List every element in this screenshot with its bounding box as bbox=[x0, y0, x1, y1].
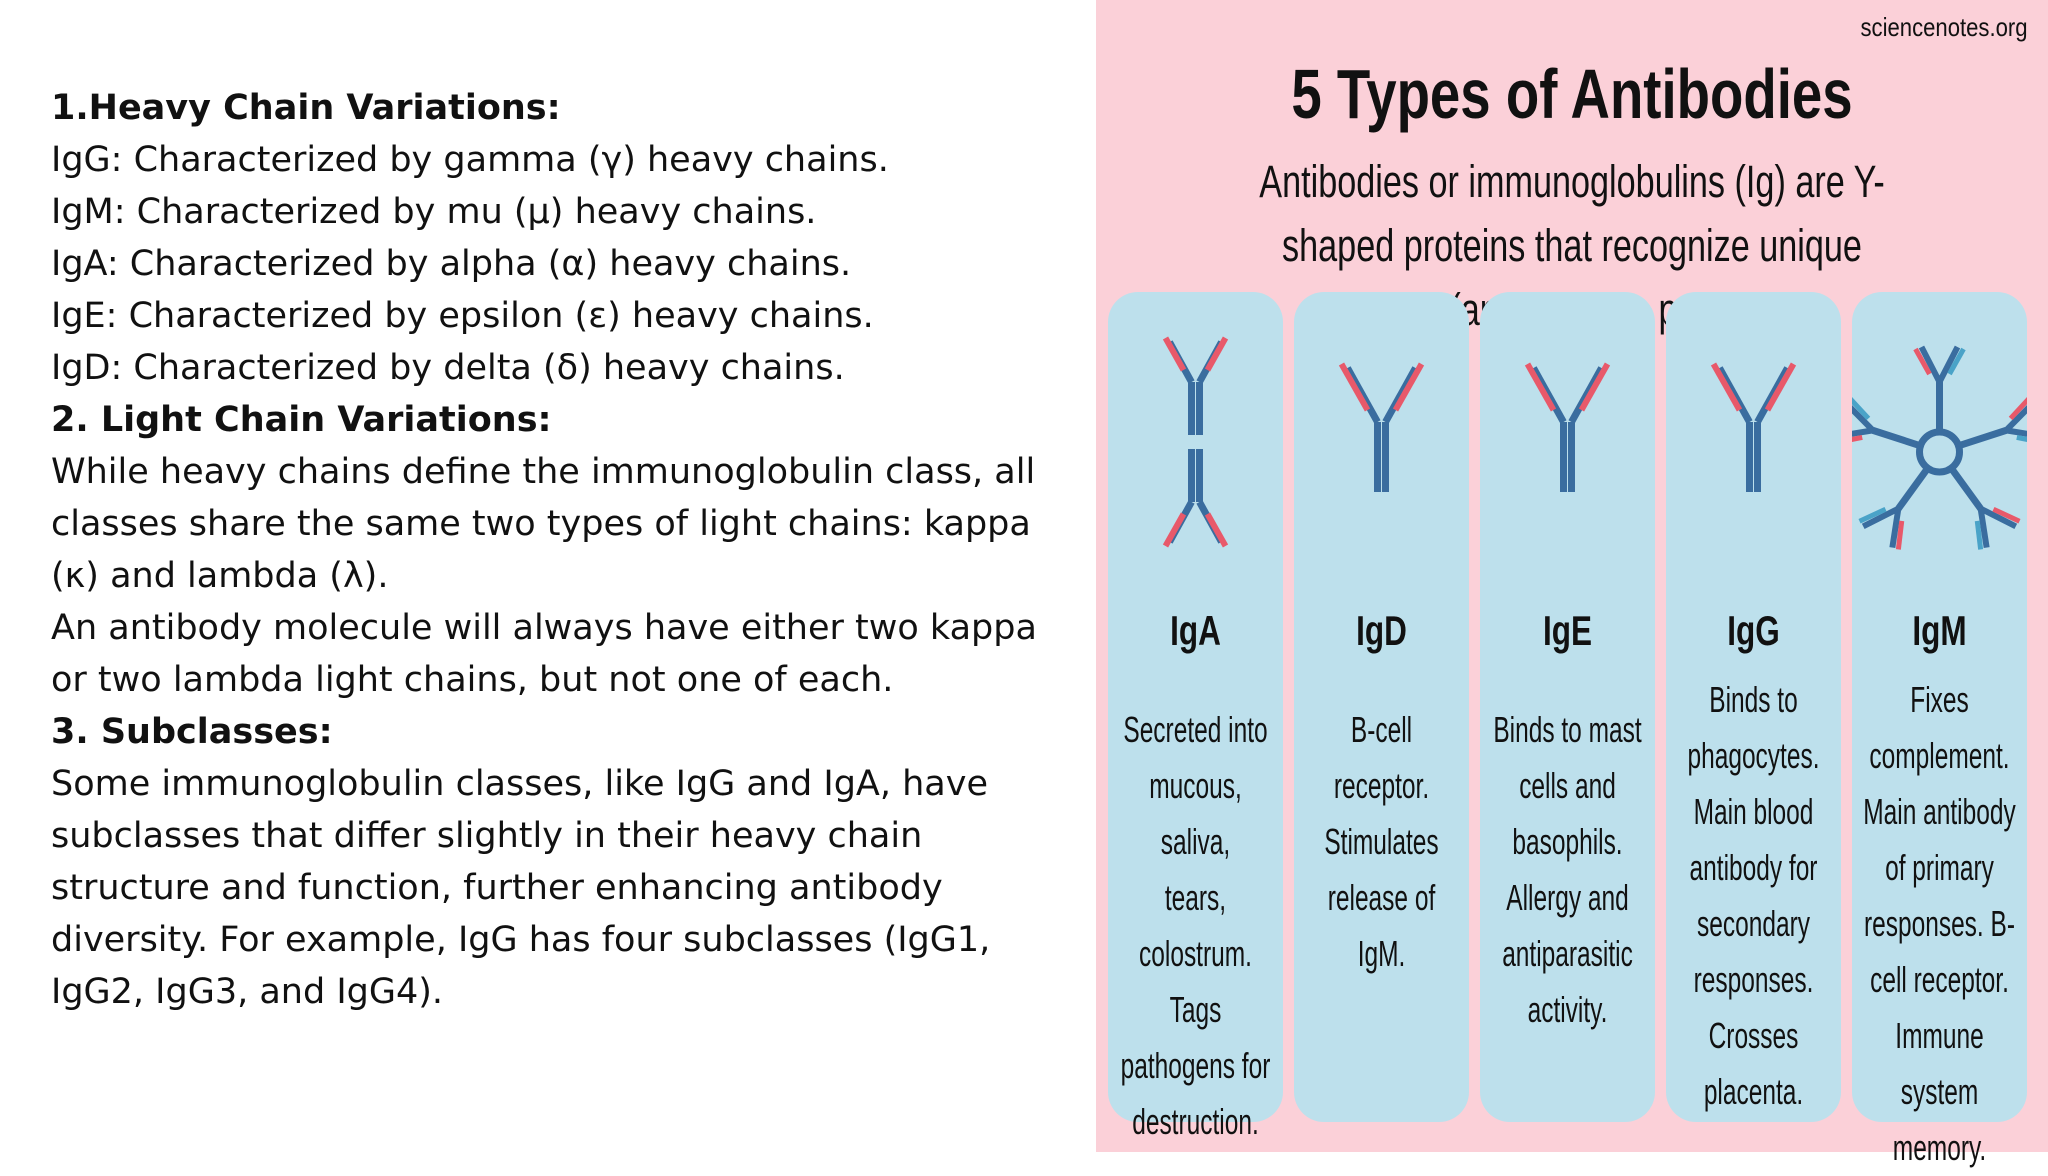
igg-antibody-icon bbox=[1710, 362, 1797, 492]
card-description-igg: Binds to phagocytes. Main blood antibody… bbox=[1687, 679, 1820, 1112]
paragraph-light-chain-pairs: An antibody molecule will always have ei… bbox=[51, 608, 1037, 700]
line-igg: IgG: Characterized by gamma (γ) heavy ch… bbox=[51, 140, 889, 180]
heading-light-chain: 2. Light Chain Variations: bbox=[51, 400, 552, 440]
card-description-igd: B-cell receptor. Stimulates release of I… bbox=[1324, 709, 1439, 974]
antibody-card-ige: IgE Binds to mast cells and basophils. A… bbox=[1480, 292, 1655, 1122]
infographic-title: 5 Types of Antibodies bbox=[1291, 55, 1853, 133]
igm-pentamer-antibody-icon bbox=[1852, 345, 2027, 550]
antibody-card-igg: IgG Binds to phagocytes. Main blood anti… bbox=[1666, 292, 1841, 1122]
paragraph-light-chain-classes: While heavy chains define the immunoglob… bbox=[51, 452, 1036, 596]
card-description-iga: Secreted into mucous, saliva, tears, col… bbox=[1120, 709, 1271, 1142]
heading-subclasses: 3. Subclasses: bbox=[51, 712, 333, 752]
antibody-card-igm: IgM Fixes complement. Main antibody of p… bbox=[1852, 292, 2027, 1168]
line-igd: IgD: Characterized by delta (δ) heavy ch… bbox=[51, 348, 845, 388]
ige-antibody-icon bbox=[1524, 362, 1611, 492]
paragraph-subclasses: Some immunoglobulin classes, like IgG an… bbox=[51, 764, 991, 1012]
source-credit: sciencenotes.org bbox=[1860, 12, 2028, 42]
heading-heavy-chain: 1.Heavy Chain Variations: bbox=[51, 88, 561, 128]
card-description-ige: Binds to mast cells and basophils. Aller… bbox=[1493, 709, 1642, 1030]
card-name-iga: IgA bbox=[1170, 607, 1221, 654]
card-name-igg: IgG bbox=[1727, 607, 1780, 654]
line-iga: IgA: Characterized by alpha (α) heavy ch… bbox=[51, 244, 852, 284]
igd-antibody-icon bbox=[1338, 362, 1425, 492]
card-description-igm: Fixes complement. Main antibody of prima… bbox=[1863, 679, 2016, 1168]
card-name-igm: IgM bbox=[1912, 607, 1967, 654]
antibody-card-igd: IgD B-cell receptor. Stimulates release … bbox=[1294, 292, 1469, 1122]
antibody-infographic: sciencenotes.org 5 Types of Antibodies A… bbox=[1096, 0, 2048, 1168]
line-igm: IgM: Characterized by mu (μ) heavy chain… bbox=[51, 192, 817, 232]
text-panel: 1.Heavy Chain Variations: IgG: Character… bbox=[51, 82, 1061, 1018]
line-ige: IgE: Characterized by epsilon (ε) heavy … bbox=[51, 296, 874, 336]
iga-dimer-antibody-icon bbox=[1162, 336, 1229, 548]
card-name-igd: IgD bbox=[1356, 607, 1407, 654]
card-name-ige: IgE bbox=[1542, 607, 1593, 654]
antibody-card-iga: IgA Secreted into mucous, saliva, tears,… bbox=[1108, 292, 1283, 1142]
